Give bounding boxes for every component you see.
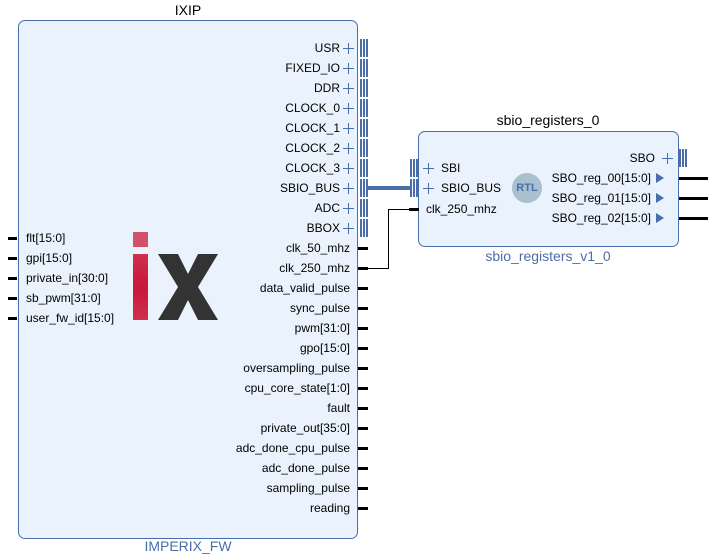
port-label: fault bbox=[327, 401, 350, 415]
plus-icon[interactable] bbox=[423, 163, 434, 174]
output-pin[interactable] bbox=[358, 487, 368, 490]
port-label: reading bbox=[309, 501, 350, 515]
input-pin[interactable] bbox=[409, 208, 419, 211]
port-label: ADC bbox=[314, 201, 340, 215]
port-label: SBO_reg_02[15:0] bbox=[551, 211, 651, 225]
plus-icon[interactable] bbox=[343, 163, 354, 174]
sbio-block-title: sbio_registers_0 bbox=[496, 112, 600, 128]
port-label: CLOCK_1 bbox=[285, 121, 340, 135]
plus-icon[interactable] bbox=[343, 83, 354, 94]
bus-port-ddr[interactable] bbox=[360, 79, 369, 97]
port-label: FIXED_IO bbox=[285, 61, 340, 75]
port-label: gpo[15:0] bbox=[299, 341, 350, 355]
bus-port-clock_0[interactable] bbox=[360, 99, 369, 117]
input-pin[interactable] bbox=[8, 237, 17, 240]
output-pin[interactable] bbox=[358, 447, 368, 450]
input-pin[interactable] bbox=[8, 297, 17, 300]
sbio-bus-connection[interactable] bbox=[368, 186, 410, 190]
port-label: CLOCK_0 bbox=[285, 101, 340, 115]
bus-port-usr[interactable] bbox=[360, 39, 369, 57]
clk-250-wire-a[interactable] bbox=[368, 268, 388, 269]
output-pin[interactable] bbox=[358, 327, 368, 330]
plus-icon[interactable] bbox=[343, 143, 354, 154]
port-label: private_in[30:0] bbox=[26, 271, 109, 285]
port-label: SBI bbox=[441, 161, 461, 175]
port-label: clk_250_mhz bbox=[426, 202, 497, 216]
plus-icon[interactable] bbox=[662, 153, 673, 164]
port-label: SBIO_BUS bbox=[279, 181, 340, 195]
plus-icon[interactable] bbox=[343, 63, 354, 74]
bus-port-sbio_bus[interactable] bbox=[410, 179, 419, 197]
port-label: gpi[15:0] bbox=[26, 251, 73, 265]
port-label: oversampling_pulse bbox=[243, 361, 350, 375]
output-pin[interactable] bbox=[679, 177, 708, 180]
bus-port-sbi[interactable] bbox=[410, 159, 419, 177]
plus-icon[interactable] bbox=[343, 103, 354, 114]
plus-icon[interactable] bbox=[343, 123, 354, 134]
output-pin[interactable] bbox=[358, 347, 368, 350]
port-label: pwm[31:0] bbox=[294, 321, 350, 335]
port-label: adc_done_cpu_pulse bbox=[235, 441, 350, 455]
port-label: cpu_core_state[1:0] bbox=[244, 381, 350, 395]
bus-port-clock_1[interactable] bbox=[360, 119, 369, 137]
main-block-title: IXIP bbox=[174, 2, 202, 18]
output-pin[interactable] bbox=[358, 387, 368, 390]
bus-port-clock_2[interactable] bbox=[360, 139, 369, 157]
clk-250-wire-c[interactable] bbox=[388, 209, 410, 210]
port-label: sampling_pulse bbox=[266, 481, 350, 495]
bus-port-sbo[interactable] bbox=[679, 149, 688, 167]
output-pin[interactable] bbox=[358, 467, 368, 470]
port-label: clk_50_mhz bbox=[285, 241, 350, 255]
output-pin[interactable] bbox=[358, 407, 368, 410]
sbio-registers-block[interactable] bbox=[418, 131, 679, 247]
plus-icon[interactable] bbox=[343, 43, 354, 54]
input-pin[interactable] bbox=[8, 257, 17, 260]
port-label: SBO bbox=[629, 151, 655, 165]
port-label: USR bbox=[314, 41, 340, 55]
output-pin[interactable] bbox=[358, 247, 368, 250]
output-pin[interactable] bbox=[679, 197, 708, 200]
clk-250-wire-b[interactable] bbox=[388, 209, 389, 269]
output-arrow-icon bbox=[656, 173, 664, 183]
output-pin[interactable] bbox=[358, 427, 368, 430]
bus-port-fixed_io[interactable] bbox=[360, 59, 369, 77]
port-label: BBOX bbox=[306, 221, 340, 235]
port-label: DDR bbox=[314, 81, 340, 95]
plus-icon[interactable] bbox=[343, 223, 354, 234]
port-label: SBO_reg_01[15:0] bbox=[551, 191, 651, 205]
port-label: adc_done_pulse bbox=[261, 461, 350, 475]
port-label: SBO_reg_00[15:0] bbox=[551, 171, 651, 185]
port-label: flt[15:0] bbox=[26, 231, 66, 245]
plus-icon[interactable] bbox=[343, 203, 354, 214]
rtl-badge: RTL bbox=[512, 173, 542, 203]
output-pin[interactable] bbox=[358, 507, 368, 510]
port-label: sb_pwm[31:0] bbox=[26, 291, 101, 305]
output-pin[interactable] bbox=[679, 217, 708, 220]
bus-port-bbox[interactable] bbox=[360, 219, 369, 237]
sbio-block-name: sbio_registers_v1_0 bbox=[485, 248, 611, 264]
port-label: clk_250_mhz bbox=[279, 261, 350, 275]
port-label: user_fw_id[15:0] bbox=[26, 311, 115, 325]
output-pin[interactable] bbox=[358, 307, 368, 310]
output-pin[interactable] bbox=[358, 287, 368, 290]
output-pin[interactable] bbox=[358, 267, 368, 270]
main-block-name: IMPERIX_FW bbox=[144, 538, 232, 554]
bus-port-sbio_bus[interactable] bbox=[360, 179, 369, 197]
port-label: CLOCK_2 bbox=[285, 141, 340, 155]
output-arrow-icon bbox=[656, 193, 664, 203]
output-pin[interactable] bbox=[358, 367, 368, 370]
port-label: sync_pulse bbox=[289, 301, 350, 315]
bus-port-clock_3[interactable] bbox=[360, 159, 369, 177]
plus-icon[interactable] bbox=[423, 183, 434, 194]
input-pin[interactable] bbox=[8, 277, 17, 280]
port-label: data_valid_pulse bbox=[259, 281, 350, 295]
output-arrow-icon bbox=[656, 213, 664, 223]
port-label: CLOCK_3 bbox=[285, 161, 340, 175]
bus-port-adc[interactable] bbox=[360, 199, 369, 217]
plus-icon[interactable] bbox=[343, 183, 354, 194]
port-label: SBIO_BUS bbox=[441, 181, 502, 195]
input-pin[interactable] bbox=[8, 317, 17, 320]
port-label: private_out[35:0] bbox=[260, 421, 350, 435]
ix-logo bbox=[128, 232, 223, 322]
